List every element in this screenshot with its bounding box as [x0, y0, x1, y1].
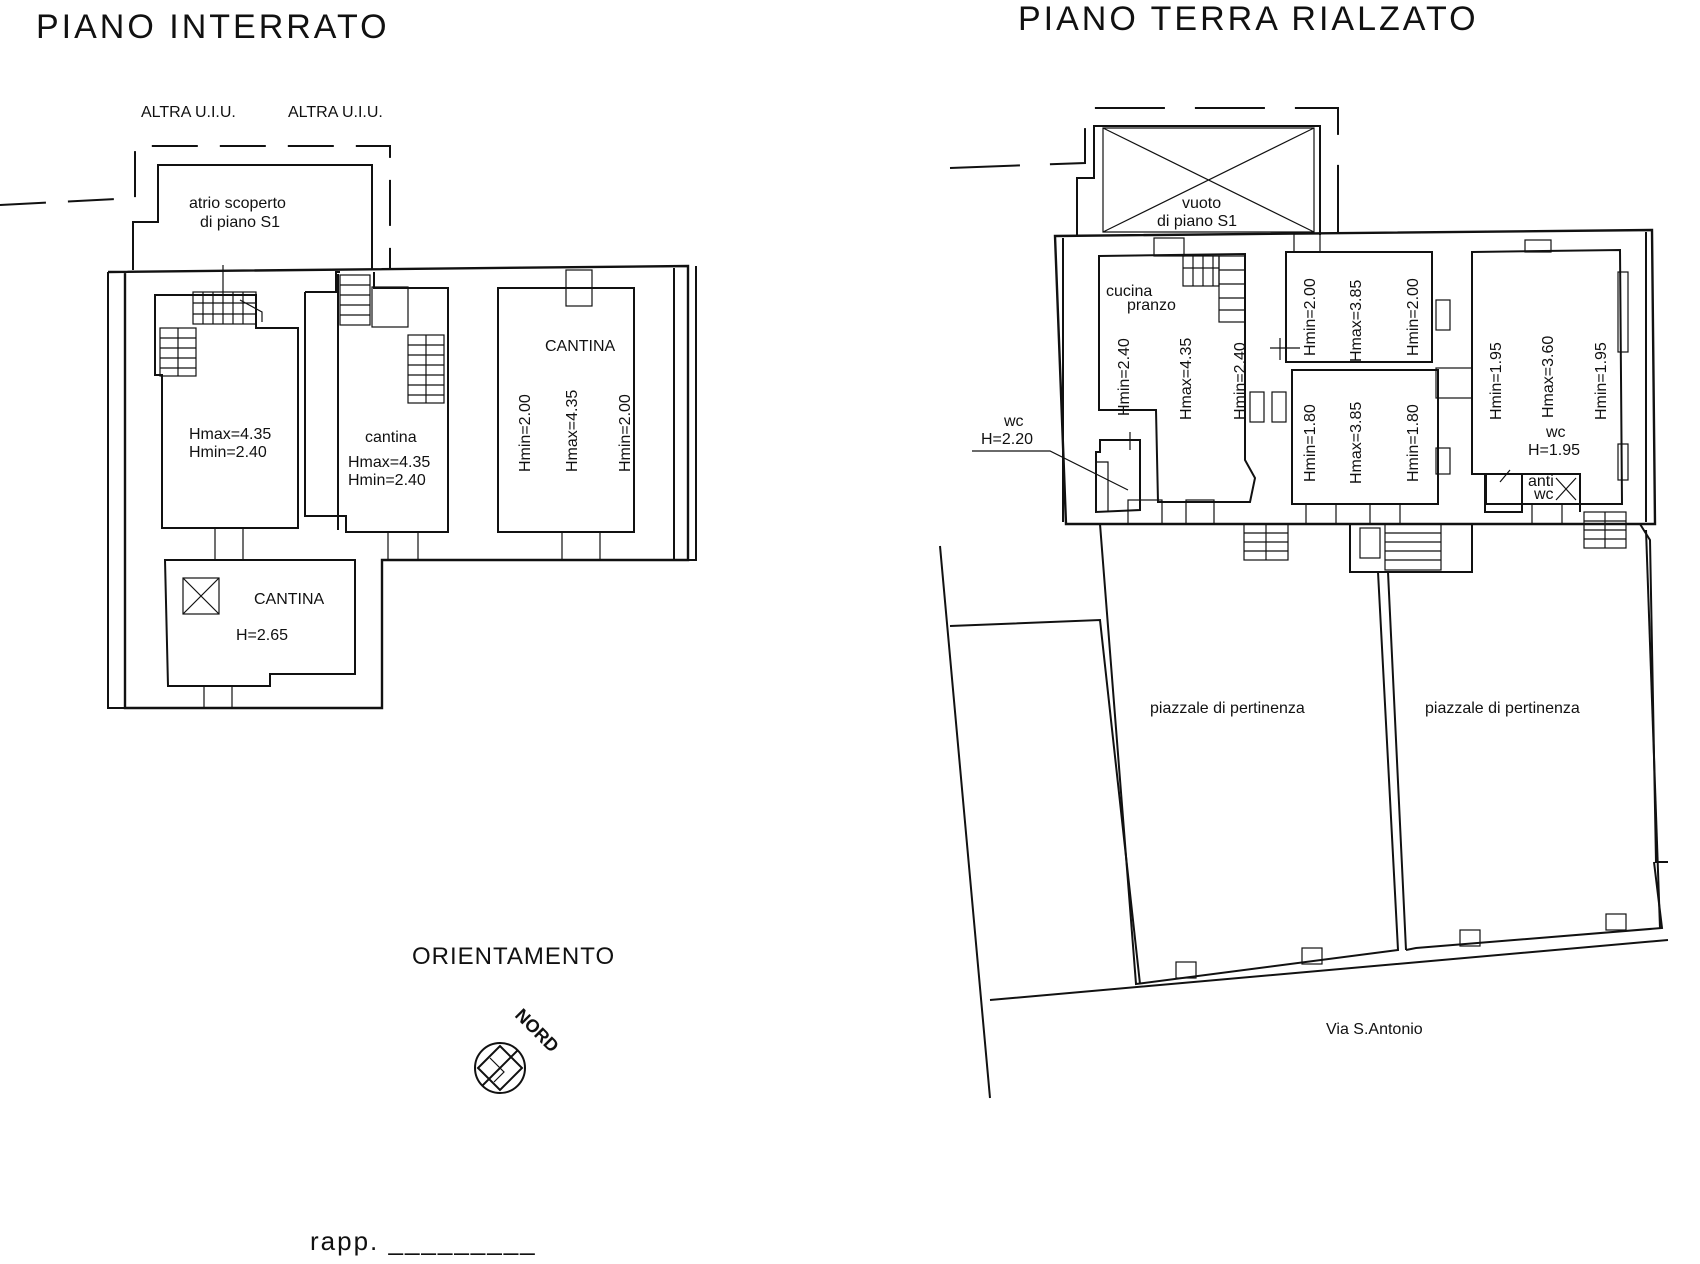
basement-outer-wall-left — [107, 272, 125, 709]
skylight-cross — [182, 577, 220, 615]
room-a-walls — [154, 294, 299, 529]
cantina-low-h: H=2.65 — [236, 627, 288, 644]
wc1-fixture — [1096, 461, 1109, 512]
wc1-label: wc — [1003, 413, 1024, 430]
room-d-hmin-1: Hmin=1.95 — [1488, 342, 1505, 420]
skylight-box — [182, 577, 220, 615]
yard-right-walls — [1384, 523, 1668, 951]
kitchen-hmin-2: Hmin=2.40 — [1232, 342, 1249, 420]
north-compass-icon — [474, 1042, 526, 1094]
atrium-label-1: atrio scoperto — [189, 195, 286, 212]
room-b-walls — [1285, 251, 1433, 363]
cantina-low-walls — [163, 559, 356, 687]
stairs-ground-kitchen — [1182, 255, 1246, 323]
ground-stairs-and-openings — [1122, 233, 1629, 573]
room-d-hmin-2: Hmin=1.95 — [1593, 342, 1610, 420]
kitchen-hmin-1: Hmin=2.40 — [1116, 338, 1133, 416]
yard-gates — [1175, 913, 1627, 979]
void-walls — [1076, 125, 1321, 235]
room-d-hmax: Hmax=3.60 — [1540, 336, 1557, 418]
kitchen-label-1: cucina — [1106, 283, 1152, 300]
street-label: Via S.Antonio — [1326, 1021, 1423, 1038]
kitchen-hmax: Hmax=4.35 — [1178, 338, 1195, 420]
wc2-label: wc — [1545, 424, 1566, 441]
wc1-leader-line — [972, 450, 1129, 491]
anti-wc-label-2: wc — [1533, 486, 1554, 503]
room-c-hmin-2: Hmin=1.80 — [1405, 404, 1422, 482]
wc2-walls — [1484, 473, 1581, 513]
atrium-label-2: di piano S1 — [200, 214, 280, 231]
yard-left-walls — [1099, 523, 1407, 986]
void-cross — [1102, 127, 1315, 233]
neighbour-unit-left-label: ALTRA U.I.U. — [141, 104, 236, 121]
site-boundary-lines — [939, 545, 1669, 1099]
kitchen-walls — [1098, 252, 1257, 503]
wc2-h: H=1.95 — [1528, 442, 1580, 459]
atrium-walls — [132, 164, 373, 270]
cantina-big-hmax: Hmax=4.35 — [564, 390, 581, 472]
neighbour-unit-right-label: ALTRA U.I.U. — [288, 104, 383, 121]
cantina-small-label: cantina — [365, 429, 417, 446]
anti-wc-label-1: anti — [1528, 473, 1554, 490]
cantina-low-label: CANTINA — [254, 591, 325, 608]
yard-right-label: piazzale di pertinenza — [1425, 700, 1580, 717]
wc1-walls — [1095, 439, 1141, 514]
ground-floor-title: PIANO TERRA RIALZATO — [1018, 0, 1479, 38]
stairs-basement-b — [339, 274, 445, 404]
cantina-small-hmin: Hmin=2.40 — [348, 472, 426, 489]
void-label-2: di piano S1 — [1157, 213, 1237, 230]
cantina-big-hmin-2: Hmin=2.00 — [617, 394, 634, 472]
void-label-1: vuoto — [1182, 195, 1221, 212]
room-c-walls — [1291, 369, 1439, 505]
room-b-hmin-1: Hmin=2.00 — [1302, 278, 1319, 356]
room-a-hmin: Hmin=2.40 — [189, 444, 267, 461]
room-b-hmax: Hmax=3.85 — [1348, 280, 1365, 362]
cantina-big-window — [565, 269, 593, 307]
wc2-fixtures — [1499, 469, 1577, 501]
north-label: NORD — [511, 1005, 563, 1057]
room-c-hmax: Hmax=3.85 — [1348, 402, 1365, 484]
cantina-small-hmax: Hmax=4.35 — [348, 454, 430, 471]
basement-east-wall — [673, 266, 697, 561]
scale-label: rapp. _________ — [310, 1226, 537, 1256]
neighbour-boundary-dashed — [0, 145, 391, 270]
basement-openings — [203, 527, 601, 709]
orientation-label: ORIENTAMENTO — [412, 943, 615, 970]
cantina-big-hmin-1: Hmin=2.00 — [517, 394, 534, 472]
stairs-basement-a — [159, 265, 263, 377]
ground-floor-plan: vuoto di piano S1 cucina pranzo Hmin=2.4… — [939, 107, 1669, 1099]
ground-outer-wall-inner — [1062, 232, 1647, 522]
basement-title: PIANO INTERRATO — [36, 8, 390, 46]
kitchen-label-2: pranzo — [1127, 297, 1176, 314]
basement-plan: ALTRA U.I.U. ALTRA U.I.U. atrio scoperto… — [0, 104, 697, 710]
yard-right-east-wall — [1645, 529, 1661, 929]
wc1-h: H=2.20 — [981, 431, 1033, 448]
cantina-big-label: CANTINA — [545, 338, 616, 355]
yard-left-label: piazzale di pertinenza — [1150, 700, 1305, 717]
room-c-hmin-1: Hmin=1.80 — [1302, 404, 1319, 482]
room-a-hmax: Hmax=4.35 — [189, 426, 271, 443]
room-b-hmin-2: Hmin=2.00 — [1405, 278, 1422, 356]
